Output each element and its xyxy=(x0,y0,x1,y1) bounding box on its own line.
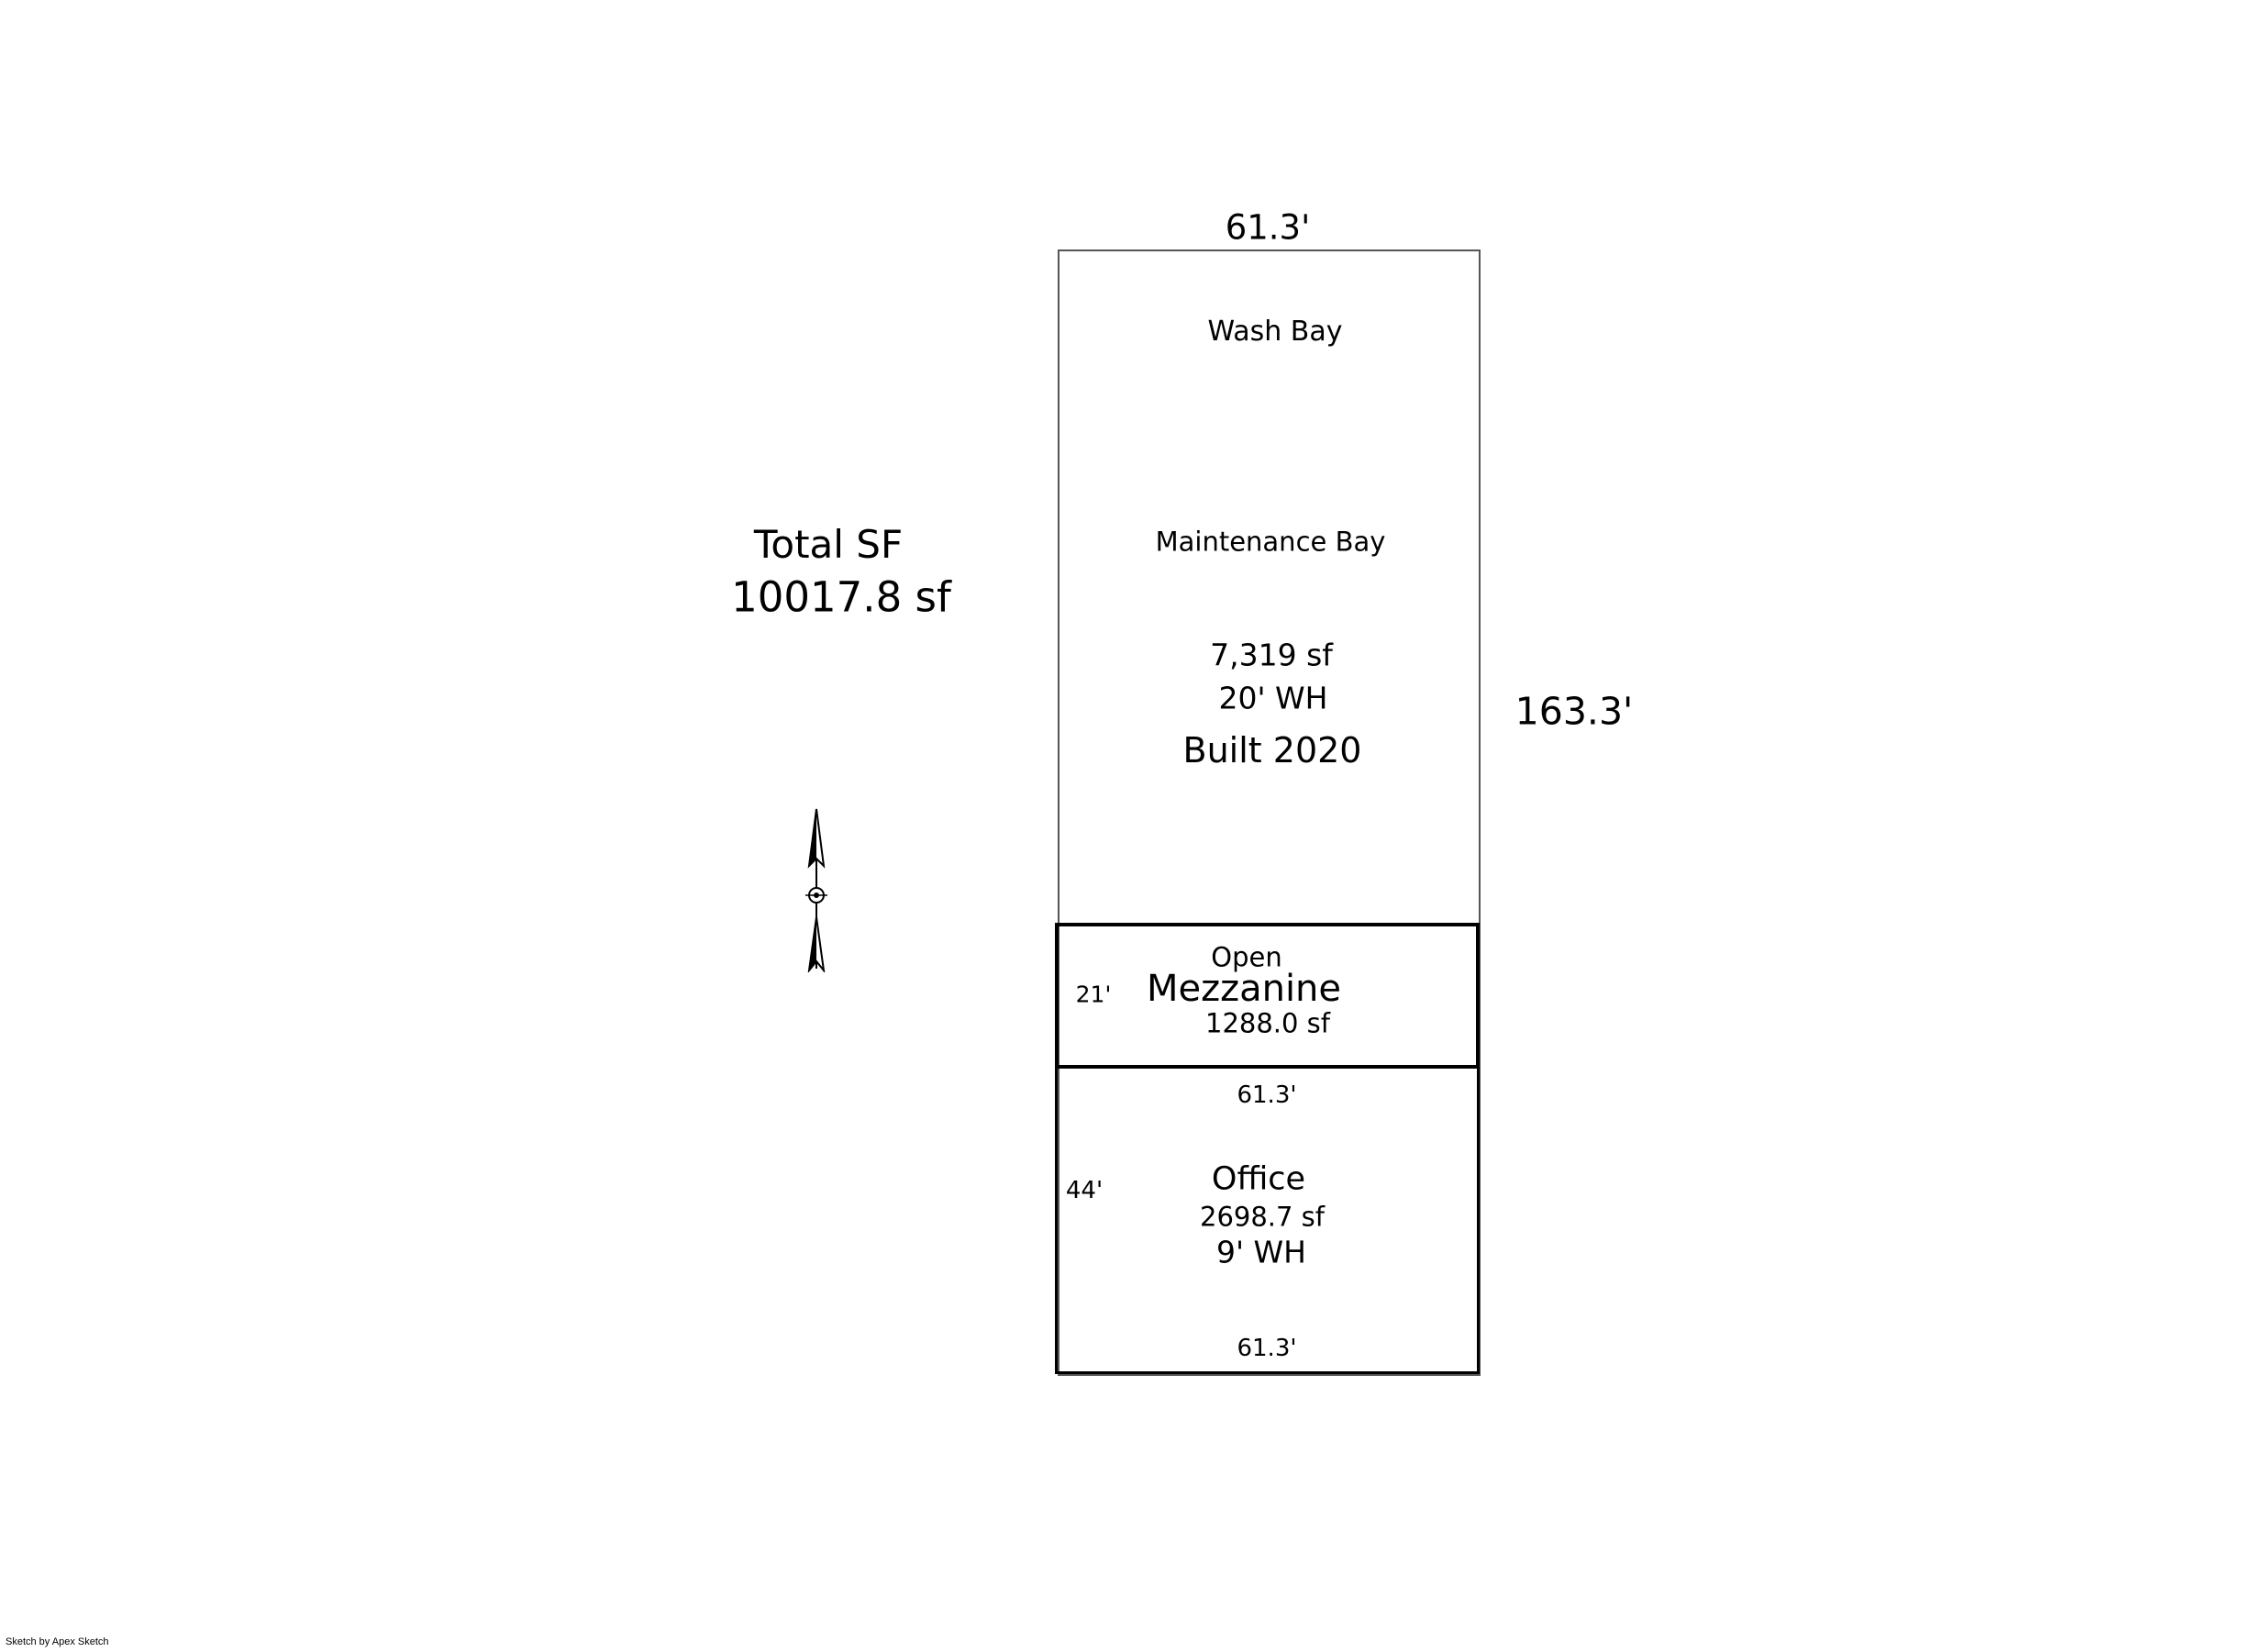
mezzanine-outline xyxy=(1055,923,1480,1069)
mezzanine-open-label: Open xyxy=(1211,941,1282,973)
mezzanine-name: Mezzanine xyxy=(1146,968,1342,1010)
office-depth-dimension: 44' xyxy=(1065,1177,1104,1204)
total-sf-label: Total SF xyxy=(753,522,904,567)
office-name: Office xyxy=(1211,1160,1306,1198)
sketch-credit: Sketch by Apex Sketch xyxy=(6,1636,109,1647)
maintenance-bay-label: Maintenance Bay xyxy=(1155,526,1386,558)
mezzanine-area: 1288.0 sf xyxy=(1204,1007,1331,1039)
warehouse-outline xyxy=(1058,249,1481,1376)
wash-bay-label: Wash Bay xyxy=(1207,316,1343,348)
office-area: 2698.7 sf xyxy=(1199,1201,1326,1233)
north-arrow-icon xyxy=(798,805,835,974)
warehouse-wall-height: 20' WH xyxy=(1218,680,1328,716)
office-outline xyxy=(1055,1067,1480,1374)
mezzanine-bottom-dimension: 61.3' xyxy=(1237,1081,1297,1109)
office-bottom-dimension: 61.3' xyxy=(1237,1335,1297,1362)
right-length-dimension: 163.3' xyxy=(1514,689,1634,734)
mezzanine-width-dimension: 21' xyxy=(1075,981,1112,1008)
total-sf-value: 10017.8 sf xyxy=(731,572,951,622)
warehouse-built-year: Built 2020 xyxy=(1182,730,1362,771)
office-wall-height: 9' WH xyxy=(1215,1234,1307,1270)
warehouse-area: 7,319 sf xyxy=(1210,637,1333,673)
top-width-dimension: 61.3' xyxy=(1225,207,1311,248)
